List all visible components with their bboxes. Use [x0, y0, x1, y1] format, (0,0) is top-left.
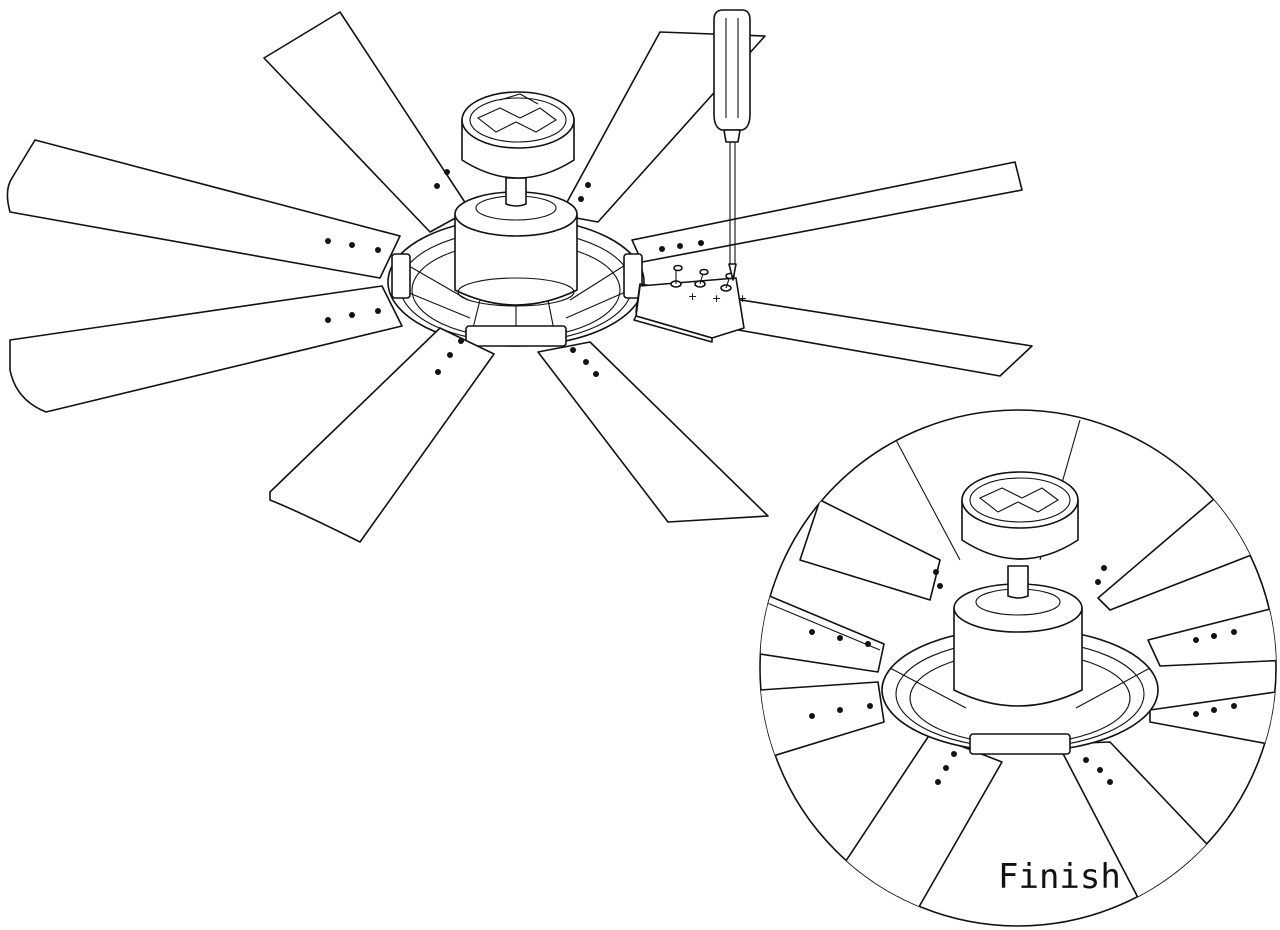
- fan-blade: [799, 499, 941, 601]
- finished-detail-view: Finish: [759, 409, 1277, 927]
- svg-text:+: +: [738, 292, 747, 305]
- fan-blade: [1149, 689, 1276, 749]
- screwdriver-icon: [713, 9, 751, 281]
- fan-blade: [9, 285, 403, 413]
- screw: [694, 268, 709, 288]
- fan-blade: [631, 161, 1023, 263]
- fan-blade: [6, 139, 401, 279]
- fan-blade: [1147, 603, 1276, 667]
- fan-blade: [537, 341, 769, 523]
- canopy: [461, 91, 575, 179]
- svg-text:+: +: [712, 292, 721, 305]
- svg-text:+: +: [688, 290, 697, 303]
- screw-icon: + + +: [670, 264, 747, 305]
- fan-blade: [760, 591, 885, 673]
- motor-housing: [454, 177, 578, 307]
- fan-blade: [263, 11, 471, 233]
- fan-blade: [760, 681, 885, 761]
- finish-caption: Finish: [998, 857, 1121, 897]
- blade-bracket: [633, 277, 745, 343]
- screw: [670, 264, 683, 288]
- screw-holes: [325, 169, 704, 377]
- assembly-step-view: + + +: [6, 9, 1033, 543]
- fan-blade: [269, 327, 495, 543]
